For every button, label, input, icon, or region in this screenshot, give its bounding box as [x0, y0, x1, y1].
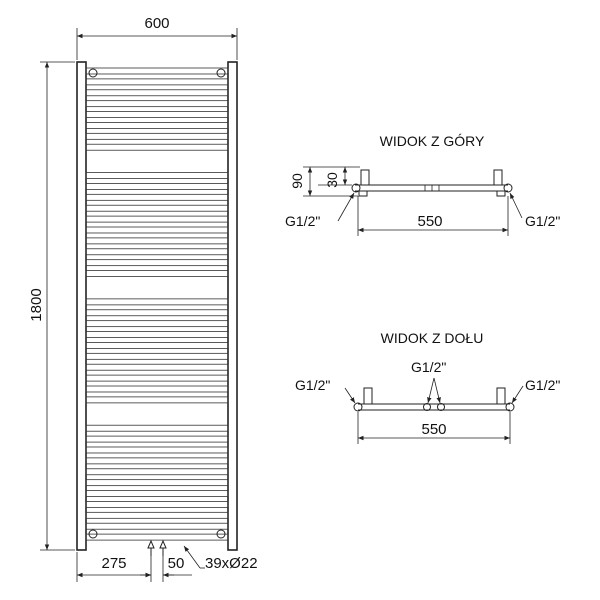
- tube: [85, 67, 229, 75]
- tube: [85, 193, 229, 201]
- bracket-top-left: [88, 68, 98, 78]
- tube: [85, 533, 229, 541]
- tube: [85, 490, 229, 497]
- tube: [85, 457, 229, 465]
- tube: [85, 374, 229, 382]
- tube-group: [85, 67, 229, 541]
- bottom-view: WIDOK Z DOŁU 550 G1/2" G1/2" G1/2": [295, 330, 560, 444]
- bracket-top-right: [216, 68, 226, 78]
- bottom-right-fitting: [496, 387, 515, 412]
- tube: [85, 385, 229, 393]
- tube: [85, 183, 229, 190]
- width-label: 600: [144, 15, 169, 32]
- bottom-width-label: 550: [421, 421, 446, 438]
- tube: [85, 270, 229, 277]
- tube: [85, 204, 229, 212]
- tube: [85, 111, 229, 118]
- top-right-fitting: [493, 169, 513, 197]
- tube: [85, 143, 229, 151]
- tube: [85, 237, 229, 245]
- tube: [85, 468, 229, 476]
- tube: [85, 226, 229, 234]
- tube: [85, 352, 229, 360]
- top-left-fitting: [351, 169, 370, 197]
- depth-inner-label: 30: [324, 172, 340, 188]
- tube: [85, 248, 229, 256]
- tube: [85, 424, 229, 432]
- bracket-bottom-right: [216, 529, 226, 539]
- bottom-right-connection-label: G1/2": [525, 377, 560, 393]
- tube: [85, 172, 229, 179]
- tube: [85, 298, 229, 306]
- tube: [85, 89, 229, 97]
- tube: [85, 396, 229, 404]
- tube: [85, 309, 229, 317]
- tube-spec-label: 39xØ22: [205, 555, 258, 572]
- valve-right: [159, 539, 167, 556]
- tube: [85, 479, 229, 487]
- tube-leader: [183, 545, 201, 569]
- top-left-connection-label: G1/2": [285, 213, 320, 229]
- tube: [85, 522, 229, 530]
- depth-outer-label: 90: [289, 173, 305, 189]
- bottom-center-connection-label: G1/2": [411, 359, 446, 375]
- right-rail: [227, 61, 238, 551]
- tube: [85, 511, 229, 519]
- tube: [85, 342, 229, 349]
- bottom-left-fitting: [353, 387, 373, 412]
- tube: [85, 320, 229, 328]
- bottom-center-conn-left: [423, 403, 431, 411]
- top-width-label: 550: [417, 213, 442, 230]
- tube: [85, 132, 229, 140]
- tube: [85, 78, 229, 86]
- tube: [85, 100, 229, 108]
- tube: [85, 215, 229, 223]
- tube: [85, 435, 229, 443]
- height-label: 1800: [28, 288, 45, 321]
- tube: [85, 331, 229, 338]
- tube: [85, 259, 229, 267]
- left-rail: [76, 61, 87, 551]
- front-view: 600 1800 275 50 39xØ22: [28, 15, 258, 582]
- offset-label: 275: [101, 555, 126, 572]
- tube: [85, 446, 229, 454]
- valve-left: [147, 539, 155, 556]
- top-view: WIDOK Z GÓRY 90 30 550: [285, 133, 560, 236]
- bottom-left-connection-label: G1/2": [295, 377, 330, 393]
- tube: [85, 363, 229, 371]
- tube: [85, 501, 229, 508]
- bottom-view-title: WIDOK Z DOŁU: [381, 330, 484, 346]
- bracket-bottom-left: [88, 529, 98, 539]
- bottom-center-conn-right: [437, 403, 445, 411]
- tube: [85, 122, 229, 129]
- top-right-connection-label: G1/2": [525, 213, 560, 229]
- spacing-label: 50: [168, 555, 185, 572]
- top-view-title: WIDOK Z GÓRY: [380, 133, 485, 149]
